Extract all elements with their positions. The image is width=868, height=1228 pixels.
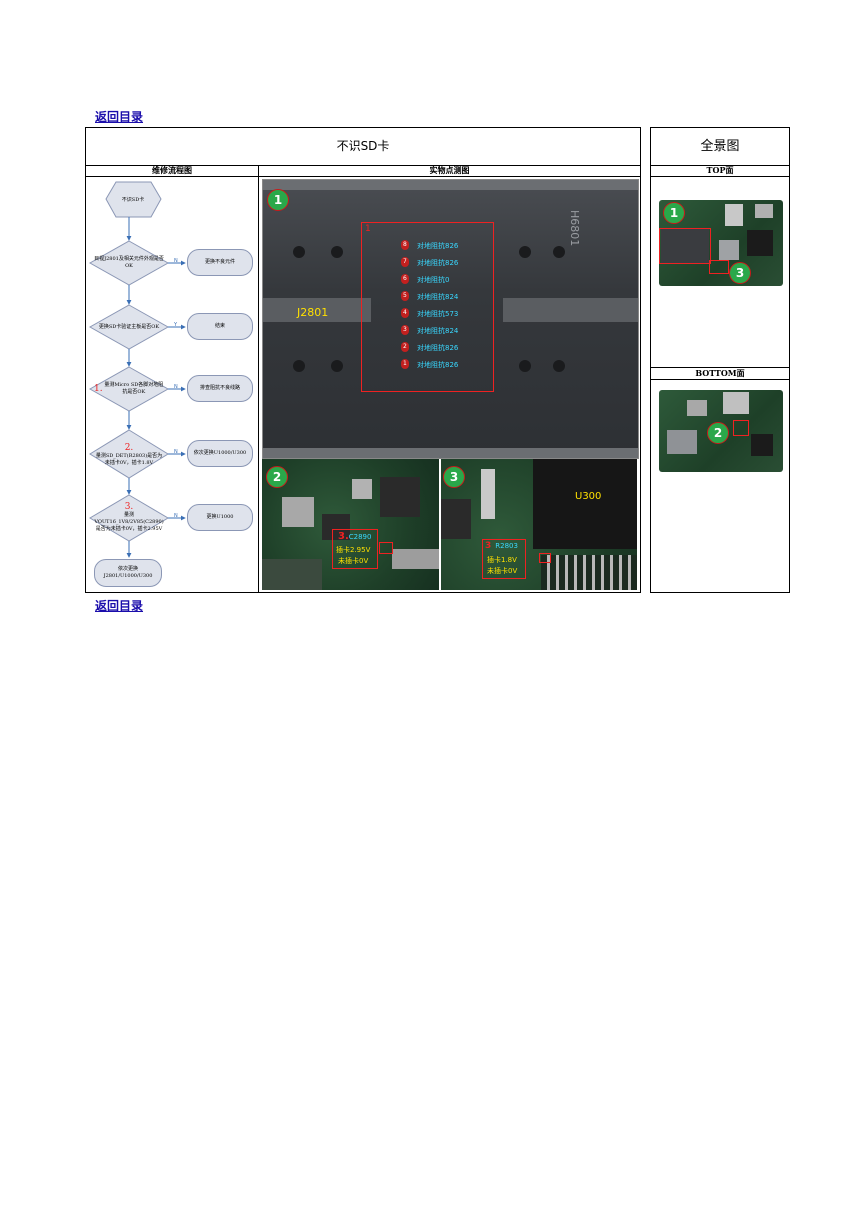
chip-marking: H6801 [568, 210, 581, 247]
main-panel: 不识SD卡 维修流程图 实物点测图 [85, 127, 641, 593]
top-badge-3: 3 [729, 262, 751, 284]
main-title: 不识SD卡 [86, 128, 640, 166]
flow-a1: 更换不良元件 [187, 249, 253, 276]
edge-label-n: N [174, 384, 178, 390]
overview-title: 全景图 [651, 128, 789, 166]
flow-a4: 依次更换U1000/U300 [187, 440, 253, 467]
back-to-index-link-bottom[interactable]: 返回目录 [95, 599, 144, 613]
flow-q4-label: 2.量测SD_DET(R2803)是否为未插卡0V，插卡1.8V [95, 442, 163, 466]
flow-header: 维修流程图 [86, 165, 259, 176]
edge-label-n: N [174, 513, 178, 519]
overview-panel: 全景图 TOP面 1 3 BOTTOM面 2 [650, 127, 790, 593]
flowchart: 不识SD卡 目视J2801及相关元件外观是否OK 更换SD卡验证主板是否OK 1… [86, 177, 258, 593]
flow-q3-label: 1.量测Micro SD各脚对地阻抗是否OK [94, 382, 164, 395]
flowchart-shapes [88, 181, 186, 558]
top-badge-1: 1 [663, 202, 685, 224]
column-headers: 维修流程图 实物点测图 [86, 165, 640, 177]
top-sd-highlight [659, 228, 711, 264]
edge-label-n: N [174, 449, 178, 455]
r2803-inserted-voltage: 插卡1.8V [487, 556, 517, 564]
r2803-empty-voltage: 未插卡0V [487, 567, 518, 575]
c2890-highlight [332, 529, 378, 569]
top-r2803-highlight [709, 260, 729, 274]
back-to-index-link-top[interactable]: 返回目录 [95, 110, 144, 124]
pin-highlight-box [361, 222, 494, 392]
r2803-highlight [482, 539, 526, 579]
c2890-empty-voltage: 未插卡0V [338, 557, 369, 565]
bottom-side-label: BOTTOM面 [651, 368, 789, 380]
edge-label-y: Y [174, 322, 178, 328]
column-divider [258, 176, 259, 592]
flow-end: 依次更换J2801/U1000/U300 [94, 559, 162, 587]
flow-a5: 更换U1000 [187, 504, 253, 531]
c2890-part-box [379, 542, 393, 554]
flow-start-label: 不识SD卡 [121, 196, 145, 203]
flow-q5-label: 3.量测VOUT16_1V8/2V85(C2890)是否为未插卡0V，插卡2.9… [94, 502, 164, 533]
photo-c2890-area: 2 3.C2890 插卡2.95V 未插卡0V [262, 459, 439, 590]
badge-1: 1 [267, 189, 289, 211]
flow-a3: 排查阻抗不良线路 [187, 375, 253, 402]
photo-header: 实物点测图 [429, 165, 470, 175]
bottom-c2890-highlight [733, 420, 749, 436]
c2890-label: 3.C2890 [338, 531, 372, 542]
flow-q1-label: 目视J2801及相关元件外观是否OK [94, 256, 164, 269]
flow-q2-label: 更换SD卡验证主板是否OK [98, 323, 160, 330]
flow-start-shape [105, 181, 162, 218]
u300-label: U300 [575, 491, 602, 502]
board-bottom-photo: 2 [659, 390, 783, 472]
u300-chip [533, 459, 637, 549]
c2890-inserted-voltage: 插卡2.95V [336, 546, 371, 554]
flow-a2: 结束 [187, 313, 253, 340]
badge-2: 2 [266, 466, 288, 488]
r2803-part-box [539, 553, 551, 563]
bottom-badge-2: 2 [707, 422, 729, 444]
top-side-label: TOP面 [651, 165, 789, 177]
connector-label: J2801 [297, 306, 329, 319]
badge-3: 3 [443, 466, 465, 488]
edge-label-n: N [174, 258, 178, 264]
board-top-photo: 1 3 [659, 200, 783, 286]
pin-box-number: 1 [365, 224, 371, 234]
